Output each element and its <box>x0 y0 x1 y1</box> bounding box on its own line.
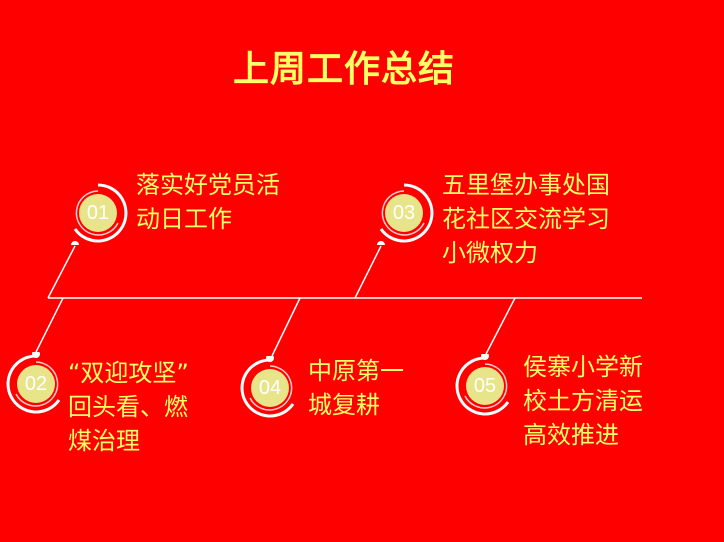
item-text-03: 五里堡办事处国 花社区交流学习 小微权力 <box>442 171 610 267</box>
badge-ring <box>71 183 128 245</box>
page-title: 上周工作总结 <box>232 49 455 90</box>
badge-ring <box>377 183 434 245</box>
node-number: 04 <box>258 377 282 399</box>
badge-ring <box>6 352 61 414</box>
item-text-04: 中原第一 城复耕 <box>308 357 404 419</box>
node-number: 01 <box>86 202 110 224</box>
connector-05 <box>485 297 516 355</box>
node-number: 02 <box>24 373 48 395</box>
connector-01 <box>47 245 76 299</box>
node-05: 05 <box>453 354 517 418</box>
node-number: 03 <box>392 202 416 224</box>
badge-ring <box>240 356 295 418</box>
node-01: 01 <box>66 181 130 245</box>
item-text-05: 侯寨小学新 校土方清运 高效推进 <box>523 353 643 449</box>
connector-04 <box>271 297 301 357</box>
node-02: 02 <box>4 352 68 416</box>
node-04: 04 <box>238 356 302 420</box>
item-text-01: 落实好党员活 动日工作 <box>136 171 280 233</box>
badge-ring <box>455 354 510 416</box>
connector-03 <box>354 245 382 299</box>
item-text-02: “双迎攻坚” 回头看、燃 煤治理 <box>68 359 189 455</box>
connector-02 <box>35 297 64 353</box>
node-03: 03 <box>372 181 436 245</box>
node-number: 05 <box>473 375 497 397</box>
